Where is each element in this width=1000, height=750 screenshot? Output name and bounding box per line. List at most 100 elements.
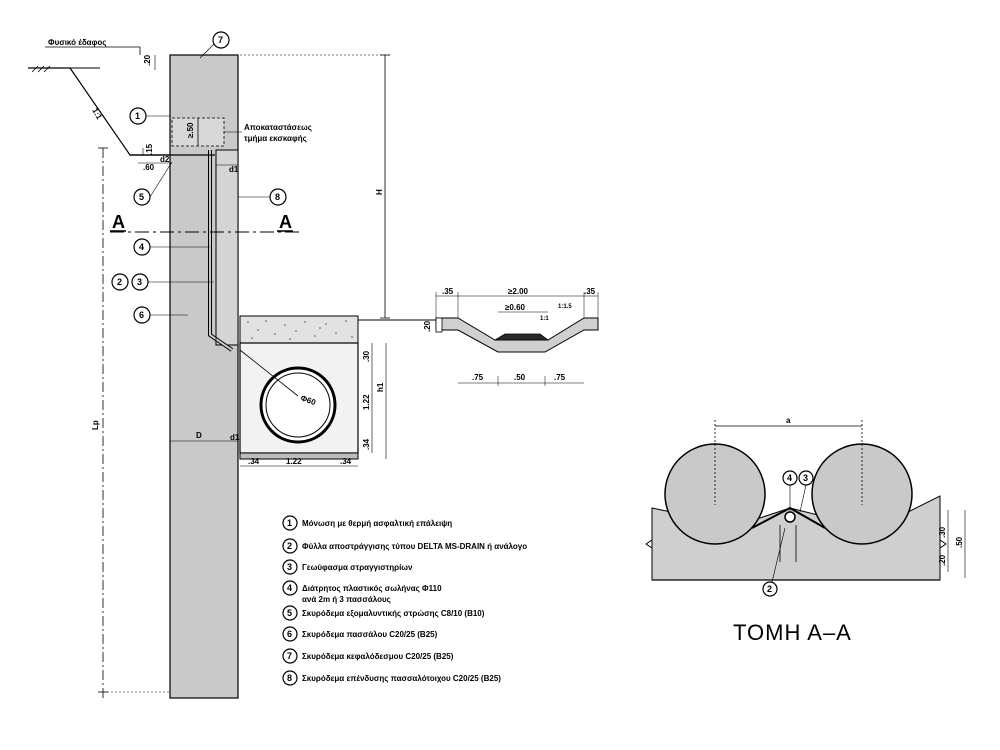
dim-50: ≥.50 xyxy=(186,122,195,138)
section-mark-right: A xyxy=(279,212,292,232)
box-base xyxy=(239,452,359,460)
svg-text:3: 3 xyxy=(803,473,808,483)
ch-50: .50 xyxy=(514,373,526,382)
dim-b34l: .34 xyxy=(248,457,260,466)
svg-text:4: 4 xyxy=(787,473,792,483)
svg-text:5: 5 xyxy=(139,192,144,202)
ground-label: Φυσικό έδαφος xyxy=(48,38,106,47)
svg-text:Φύλλα αποστράγγισης τύπου DELT: Φύλλα αποστράγγισης τύπου DELTA MS-DRAIN… xyxy=(302,542,527,551)
svg-text:Διάτρητος πλαστικός σωλήνας Φ1: Διάτρητος πλαστικός σωλήνας Φ110 xyxy=(302,584,442,593)
pile-wall xyxy=(169,54,239,699)
ground-hatch xyxy=(31,65,51,73)
callout-7: 7 xyxy=(199,31,230,59)
svg-text:ανά 2m ή 3 πασσάλους: ανά 2m ή 3 πασσάλους xyxy=(302,595,391,604)
dim-d1-top: d1 xyxy=(229,165,239,174)
legend-item-6: 6 Σκυρόδεμα πασσάλου C20/25 (Β25) xyxy=(282,626,438,642)
svg-text:4: 4 xyxy=(139,242,144,252)
ch-35l: .35 xyxy=(442,287,454,296)
culvert-box: Φ60 .30 1.22 .34 h1 D d1 .34 1.22 .34 xyxy=(170,315,387,467)
svg-text:3: 3 xyxy=(287,562,292,572)
legend-item-2: 2 Φύλλα αποστράγγισης τύπου DELTA MS-DRA… xyxy=(282,538,527,554)
callouts-elevation: 7 1 5 8 4 2 3 xyxy=(111,31,287,324)
svg-text:1: 1 xyxy=(135,111,140,121)
section-callout-3: 3 xyxy=(798,470,814,513)
dim-d1-bottom: d1 xyxy=(230,433,240,442)
dim-H: H xyxy=(375,189,384,195)
legend-item-1: 1 Μόνωση με θερμή ασφαλτική επάλειψη xyxy=(282,515,452,531)
dim-h1: h1 xyxy=(376,382,385,392)
svg-text:2: 2 xyxy=(117,277,122,287)
legend: 1 Μόνωση με θερμή ασφαλτική επάλειψη 2 Φ… xyxy=(282,515,527,686)
dim-v34: .34 xyxy=(362,438,371,450)
ch-slope2: 1:1.5 xyxy=(558,304,572,310)
svg-text:Σκυρόδεμα επένδυσης πασσαλότοι: Σκυρόδεμα επένδυσης πασσαλότοιχου C20/25… xyxy=(302,674,501,683)
dim-Lp: Lp xyxy=(91,420,100,430)
svg-text:1: 1 xyxy=(287,518,292,528)
svg-text:Μόνωση με θερμή ασφαλτική επάλ: Μόνωση με θερμή ασφαλτική επάλειψη xyxy=(302,519,452,528)
section-callout-4: 4 xyxy=(782,470,798,512)
dim-b122: 1.22 xyxy=(286,457,302,466)
ch-200: ≥2.00 xyxy=(508,287,529,296)
callout-8: 8 xyxy=(238,188,287,206)
ch-75r: .75 xyxy=(554,373,566,382)
channel-water xyxy=(493,333,550,341)
section-cut-line: A A xyxy=(110,212,300,233)
svg-text:8: 8 xyxy=(287,673,292,683)
section-dim-30: .30 xyxy=(938,526,947,538)
svg-text:2: 2 xyxy=(767,584,772,594)
svg-text:5: 5 xyxy=(287,608,292,618)
section-title: ΤΟΜΗ Α–Α xyxy=(733,620,852,645)
dim-v30: .30 xyxy=(362,350,371,362)
dim-Lp-line: Lp xyxy=(91,147,170,698)
svg-text:Σκυρόδεμα κεφαλόδεσμου C20/25: Σκυρόδεμα κεφαλόδεσμου C20/25 (Β25) xyxy=(302,652,454,661)
callout-2: 2 xyxy=(111,273,129,291)
svg-text:Σκυρόδεμα εξομαλυντικής στρώση: Σκυρόδεμα εξομαλυντικής στρώσης C8/10 (Β… xyxy=(302,609,485,618)
fill-speckle xyxy=(247,320,353,340)
svg-text:Γεωύφασμα στραγγιστηρίων: Γεωύφασμα στραγγιστηρίων xyxy=(302,563,413,572)
dim-H-line: H xyxy=(240,54,392,319)
dim-b34r: .34 xyxy=(340,457,352,466)
svg-text:7: 7 xyxy=(218,35,223,45)
drainage-channel: .35 ≥2.00 .35 ≥0.60 1:1.5 1:1 .20 .75 .5… xyxy=(358,287,599,386)
embankment-label-2: τμήμα εκσκαφής xyxy=(244,134,307,143)
section-drain-pipe xyxy=(784,511,796,523)
svg-text:8: 8 xyxy=(275,192,280,202)
ch-060: ≥0.60 xyxy=(505,303,526,312)
dim-15: .15 xyxy=(145,143,154,155)
svg-text:3: 3 xyxy=(137,277,142,287)
section-dim-50: .50 xyxy=(955,536,964,548)
svg-text:4: 4 xyxy=(287,583,292,593)
embankment-label-1: Αποκαταστάσεως xyxy=(244,123,312,132)
ch-35r: .35 xyxy=(584,287,596,296)
svg-text:6: 6 xyxy=(139,310,144,320)
lining-concrete xyxy=(215,149,239,346)
ch-slope: 1:1 xyxy=(540,316,549,322)
callout-5: 5 xyxy=(133,161,173,206)
legend-item-3: 3 Γεωύφασμα στραγγιστηρίων xyxy=(282,559,413,575)
section-a-dim: a xyxy=(786,416,791,425)
dim-v122: 1.22 xyxy=(362,394,371,410)
svg-text:6: 6 xyxy=(287,629,292,639)
legend-item-4: 4 Διάτρητος πλαστικός σωλήνας Φ110 ανά 2… xyxy=(282,580,442,604)
dim-20: .20 xyxy=(143,54,152,66)
legend-item-8: 8 Σκυρόδεμα επένδυσης πασσαλότοιχου C20/… xyxy=(282,670,501,686)
ch-75l: .75 xyxy=(472,373,484,382)
section-dim-20: .20 xyxy=(938,554,947,566)
callout-3: 3 xyxy=(131,273,214,291)
callout-6: 6 xyxy=(133,306,188,324)
dim-60: .60 xyxy=(143,163,155,172)
callout-4: 4 xyxy=(133,238,210,256)
callout-1: 1 xyxy=(129,107,170,125)
pipe-inner xyxy=(265,372,331,438)
dim-d2: d2 xyxy=(160,155,170,164)
section-a-a: a 4 3 2 .30 .20 .50 ΤΟΜΗ Α–Α xyxy=(645,416,966,645)
drain-pipe-fill xyxy=(209,150,233,351)
section-callout-2: 2 xyxy=(762,527,786,597)
section-mark-left: A xyxy=(112,212,125,232)
legend-item-5: 5 Σκυρόδεμα εξομαλυντικής στρώσης C8/10 … xyxy=(282,605,485,621)
svg-text:7: 7 xyxy=(287,651,292,661)
ch-20: .20 xyxy=(423,320,432,332)
legend-item-7: 7 Σκυρόδεμα κεφαλόδεσμου C20/25 (Β25) xyxy=(282,648,454,664)
